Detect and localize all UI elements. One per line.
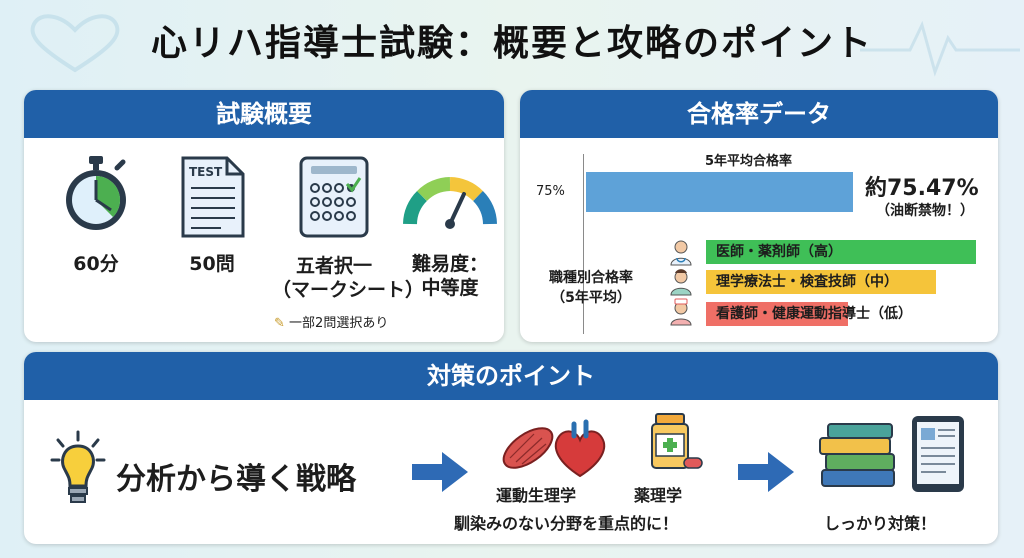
avg-rate-value: 約75.47% xyxy=(865,176,979,201)
tablet-icon xyxy=(912,416,964,492)
by-job-label-line2: （5年平均） xyxy=(551,290,631,306)
by-job-label: 職種別合格率 （5年平均） xyxy=(526,268,656,308)
format-label-line1: 五者択一 xyxy=(295,255,372,277)
by-job-label-line1: 職種別合格率 xyxy=(549,270,633,286)
question-count-item: TEST 50問 xyxy=(162,154,262,276)
gauge-icon xyxy=(403,177,497,229)
subject-physiology: 運動生理学 xyxy=(496,486,577,505)
difficulty-label-line1: 難易度： xyxy=(411,253,488,275)
strategy-text: 分析から導く戦略 xyxy=(116,462,356,497)
stopwatch-icon xyxy=(66,156,126,230)
pass-rate-header: 合格率データ xyxy=(520,90,998,138)
lightbulb-icon xyxy=(50,430,106,503)
result-text: しっかり対策！ xyxy=(824,514,937,533)
avg-rate-warning: （油断禁物！） xyxy=(876,203,974,219)
pencil-icon: ✎ xyxy=(274,316,285,331)
job-rate-bar-low: 看護師・健康運動指導士（低） xyxy=(706,302,912,326)
avg-rate-bar xyxy=(586,172,853,212)
avg-axis-label: 75% xyxy=(536,184,565,199)
difficulty-item: 難易度： 中等度 xyxy=(400,176,500,300)
job-rate-label: 理学療法士・検査技師（中） xyxy=(716,274,898,290)
duration-item: 60分 xyxy=(46,154,146,276)
books-icon xyxy=(819,423,895,487)
right-arrow-icon xyxy=(738,452,794,492)
therapist-icon xyxy=(670,269,692,296)
overview-panel: 試験概要 60分 TEST 50問 xyxy=(24,90,504,342)
test-paper-icon: TEST xyxy=(181,156,245,238)
subject-pharmacology: 薬理学 xyxy=(634,486,683,505)
strategy-header: 対策のポイント xyxy=(24,352,998,400)
selection-note: ✎ 一部2問選択あり xyxy=(274,312,388,331)
strategy-panel: 対策のポイント 分析から導く戦略 運動生理学 薬理学 馴染みのない分野を重点的に… xyxy=(24,352,998,544)
heart-decoration-icon xyxy=(30,14,120,73)
doctor-icon xyxy=(670,240,692,266)
duration-label: 60分 xyxy=(73,253,119,275)
svg-text:TEST: TEST xyxy=(189,165,223,179)
muscle-heart-icon xyxy=(502,419,606,478)
avg-rate-title: 5年平均合格率 xyxy=(705,154,793,169)
heartbeat-decoration-icon xyxy=(860,20,1020,77)
selection-note-text: 一部2問選択あり xyxy=(289,316,389,331)
pass-rate-panel: 合格率データ 5年平均合格率 75% 約75.47% （油断禁物！） 職種別合格… xyxy=(520,90,998,342)
chart-axis xyxy=(583,154,584,334)
right-arrow-icon xyxy=(412,452,468,492)
job-rate-bar-medium: 理学療法士・検査技師（中） xyxy=(706,270,936,294)
format-label-line2: （マークシート） xyxy=(272,279,425,301)
focus-text: 馴染みのない分野を重点的に！ xyxy=(454,514,679,533)
question-count-label: 50問 xyxy=(189,253,235,275)
medicine-bottle-icon xyxy=(651,413,703,469)
job-rate-label: 医師・薬剤師（高） xyxy=(716,244,842,260)
job-rate-label: 看護師・健康運動指導士（低） xyxy=(716,306,912,322)
page-title: 心リハ指導士試験：概要と攻略のポイント xyxy=(150,23,873,64)
format-item: 五者択一 （マークシート） xyxy=(272,154,425,302)
overview-header: 試験概要 xyxy=(24,90,504,138)
job-rate-bar-high: 医師・薬剤師（高） xyxy=(706,240,976,264)
nurse-icon xyxy=(670,298,692,326)
difficulty-label-line2: 中等度 xyxy=(421,277,479,299)
answer-sheet-icon xyxy=(299,156,369,238)
